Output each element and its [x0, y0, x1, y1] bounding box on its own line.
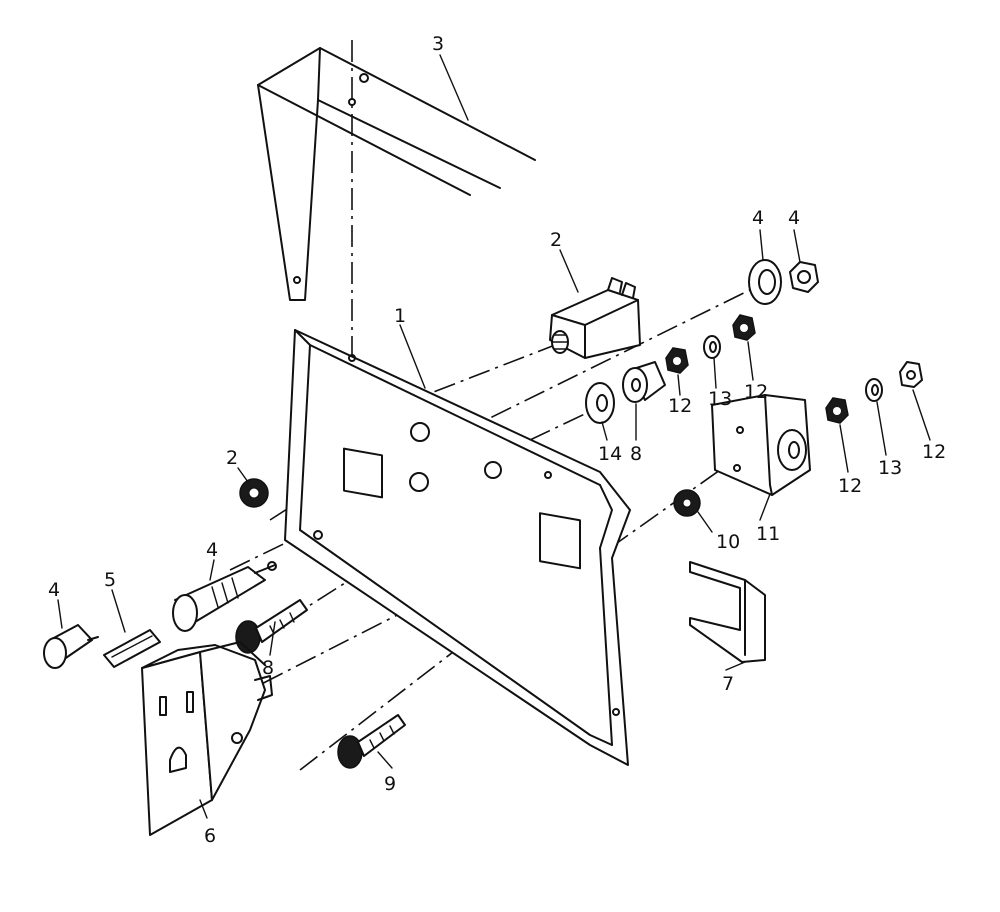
callout-10: 10 [716, 531, 740, 553]
callout-4-fuse-cap: 4 [48, 579, 60, 601]
callout-2-washer: 2 [226, 447, 238, 469]
callout-4-nut: 4 [788, 207, 800, 229]
part-4-fuse-cap [43, 624, 99, 669]
callout-11: 11 [756, 523, 780, 545]
part-12-nut-c [825, 397, 849, 424]
callout-4-washer: 4 [752, 207, 764, 229]
callout-12-c: 12 [838, 475, 862, 497]
part-12-nut-d [899, 361, 923, 388]
part-12-nut-b [732, 314, 756, 341]
part-13-washer-a [703, 335, 721, 359]
part-10-star-washer [673, 489, 701, 517]
part-2-breaker [549, 277, 641, 359]
part-9-screw [337, 714, 406, 769]
callout-5: 5 [104, 569, 116, 591]
callout-4-fuse-holder: 4 [206, 539, 218, 561]
callout-7: 7 [722, 673, 734, 695]
callout-3: 3 [432, 33, 444, 55]
part-3-support-bracket [257, 47, 536, 301]
part-14-washer [585, 382, 615, 424]
callout-1: 1 [394, 305, 406, 327]
callout-labels: 3 1 2 2 4 4 5 8 9 6 7 14 8 10 11 4 4 12 … [48, 33, 946, 847]
part-1-main-panel [284, 329, 631, 766]
callout-14: 14 [598, 443, 622, 465]
part-13-washer-b [865, 378, 883, 402]
callout-6: 6 [204, 825, 216, 847]
part-12-nut-a [665, 347, 689, 374]
part-11-bracket [711, 394, 811, 496]
callout-12-a: 12 [668, 395, 692, 417]
callout-13-b: 13 [878, 457, 902, 479]
part-5-fuse [103, 629, 161, 668]
part-4-fuse-holder [172, 561, 277, 632]
callout-12-b: 12 [744, 381, 768, 403]
callout-9: 9 [384, 773, 396, 795]
callout-2-breaker: 2 [550, 229, 562, 251]
part-4-nut [789, 261, 819, 293]
callout-8-screw: 8 [262, 657, 274, 679]
callout-8-spacer: 8 [630, 443, 642, 465]
part-8-spacer [622, 361, 666, 403]
callout-13-a: 13 [708, 388, 732, 410]
part-2-lock-washer [239, 478, 269, 508]
part-4-washer [748, 259, 782, 305]
callout-12-d: 12 [922, 441, 946, 463]
leader-lines [57, 54, 931, 819]
part-6-outlet [141, 641, 273, 836]
part-7-u-channel [689, 561, 766, 663]
